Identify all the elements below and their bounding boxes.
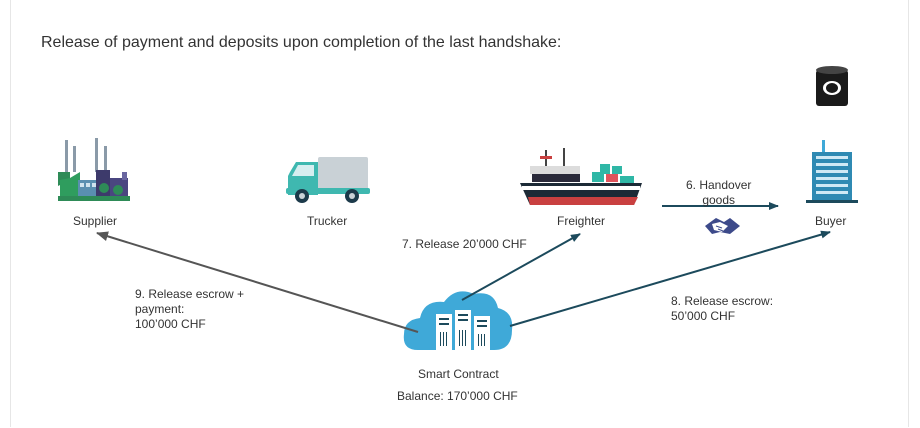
freighter-label: Freighter [557, 214, 606, 228]
arrow-release-freighter [461, 233, 581, 301]
ship-icon [520, 148, 642, 205]
content-frame [10, 0, 909, 427]
trucker-label: Trucker [307, 214, 348, 228]
smart-contract-label: Smart Contract [418, 367, 499, 381]
building-icon [806, 140, 858, 203]
step-release-freighter-label: 7. Release 20’000 CHF [402, 237, 527, 251]
cloud-icon [403, 291, 513, 352]
step-release-supplier-label: 9. Release escrow + payment: 100’000 CHF [135, 287, 245, 331]
arrow-release-supplier [96, 231, 419, 333]
can-icon [816, 66, 848, 106]
supplier-label: Supplier [73, 214, 118, 228]
handshake-icon [705, 218, 740, 234]
arrow-release-buyer [509, 230, 831, 327]
balance-label: Balance: 170’000 CHF [397, 389, 518, 403]
step-release-buyer-label: 8. Release escrow: 50’000 CHF [671, 294, 774, 323]
truck-icon [286, 157, 370, 203]
buyer-label: Buyer [815, 214, 847, 228]
page-heading: Release of payment and deposits upon com… [41, 34, 562, 51]
step-handover-label: 6. Handover goods [686, 178, 752, 207]
factory-icon [58, 138, 130, 201]
